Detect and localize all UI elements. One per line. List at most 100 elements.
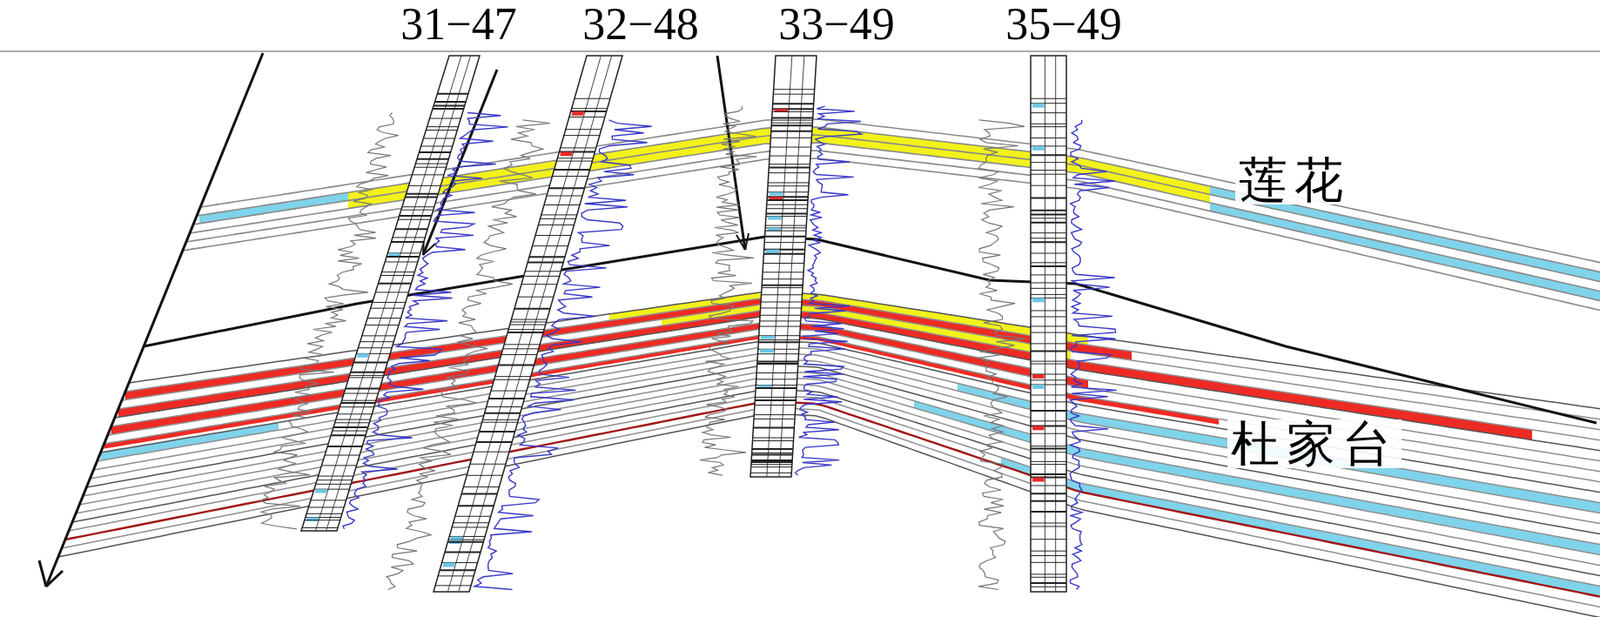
- well-tick: [1030, 232, 1067, 234]
- well-tick: [1030, 98, 1067, 100]
- well-tick: [337, 413, 373, 415]
- well-tick: [759, 320, 801, 322]
- well-tick: [461, 492, 498, 495]
- well-tick: [1030, 551, 1067, 552]
- well-tick: [532, 245, 569, 247]
- well-tick: [353, 362, 388, 364]
- well-tick: [751, 463, 793, 465]
- log-curve: [978, 120, 1026, 591]
- well-tick: [497, 363, 534, 366]
- well-cell: [759, 349, 774, 353]
- well-name: 33−49: [778, 1, 895, 48]
- well-tick: [408, 185, 441, 187]
- well-tick: [1030, 433, 1067, 435]
- well-tick: [759, 315, 801, 316]
- horizon-line: [68, 395, 1600, 586]
- well-tick: [557, 157, 593, 159]
- well-tick: [479, 430, 516, 433]
- well-tick: [761, 284, 803, 287]
- well-tick: [350, 371, 385, 374]
- well-tick: [771, 124, 813, 127]
- well-tick: [535, 235, 572, 236]
- well-cell: [1032, 384, 1045, 390]
- ground-line: [0, 50, 1600, 53]
- well-tick: [399, 215, 432, 217]
- well-tick: [342, 400, 377, 402]
- well-tick: [510, 319, 547, 321]
- well-tick: [1030, 154, 1067, 156]
- well-tick: [546, 194, 583, 196]
- well-tick: [773, 102, 814, 105]
- well-tick: [1030, 582, 1067, 585]
- well-tick: [324, 455, 360, 457]
- well-tick: [753, 418, 795, 420]
- well-tick: [1030, 174, 1067, 175]
- well-tick: [756, 372, 798, 374]
- fault-arrow: [736, 233, 749, 250]
- well-cell: [442, 563, 456, 568]
- well-tick: [1030, 325, 1067, 327]
- well-tick: [556, 161, 592, 162]
- well-tick: [1030, 126, 1067, 128]
- well-divider: [447, 55, 601, 592]
- well-tick: [1030, 221, 1067, 224]
- well-tick: [447, 541, 484, 544]
- well-column: [1030, 55, 1067, 592]
- well-tick: [1030, 294, 1067, 296]
- well-tick: [494, 379, 531, 381]
- well-tick: [1030, 209, 1067, 212]
- well-tick: [1030, 123, 1067, 125]
- well-tick: [321, 464, 357, 466]
- well-tick: [762, 278, 804, 280]
- well-tick: [318, 476, 354, 478]
- well-tick: [757, 360, 799, 363]
- well-tick: [425, 129, 458, 131]
- well-tick: [473, 451, 510, 453]
- well-tick: [1030, 420, 1067, 422]
- well-tick: [768, 166, 810, 169]
- well-tick: [421, 146, 453, 148]
- well-tick: [754, 404, 796, 406]
- well-tick: [486, 406, 523, 408]
- well-tick: [564, 134, 600, 136]
- well-tick: [770, 147, 812, 148]
- well-tick: [451, 526, 488, 528]
- well-name: 32−48: [582, 1, 699, 48]
- well-tick: [758, 341, 800, 343]
- formation-name: 杜家台: [1227, 419, 1402, 469]
- well-tick: [1030, 237, 1067, 239]
- well-tick: [769, 155, 811, 157]
- well-tick: [1030, 484, 1067, 486]
- well-tick: [757, 353, 799, 355]
- well-tick: [1030, 349, 1067, 352]
- well-divider: [779, 55, 805, 478]
- well-tick: [754, 396, 796, 398]
- well-tick: [758, 339, 800, 341]
- well-tick: [766, 208, 807, 209]
- well-tick: [752, 440, 794, 442]
- well-name: 35−49: [1005, 1, 1122, 48]
- well-tick: [752, 437, 794, 439]
- well-tick: [1030, 577, 1067, 579]
- well-tick: [1030, 410, 1067, 412]
- well-tick: [529, 255, 565, 258]
- well-tick: [433, 105, 465, 108]
- well-tick: [751, 461, 793, 464]
- well-tick: [1030, 342, 1067, 344]
- well-tick: [436, 93, 468, 95]
- well-tick: [378, 282, 412, 285]
- well-tick: [1030, 379, 1067, 381]
- well-tick: [501, 354, 538, 356]
- well-tick: [1030, 361, 1067, 363]
- well-tick: [565, 128, 602, 130]
- well-tick: [375, 291, 409, 293]
- well-tick: [760, 307, 802, 309]
- well-tick: [1030, 461, 1067, 463]
- well-tick: [765, 230, 807, 232]
- well-tick: [392, 236, 425, 238]
- well-tick: [761, 294, 803, 296]
- well-tick: [370, 308, 404, 310]
- well-tick: [762, 271, 804, 273]
- well-tick: [345, 387, 380, 390]
